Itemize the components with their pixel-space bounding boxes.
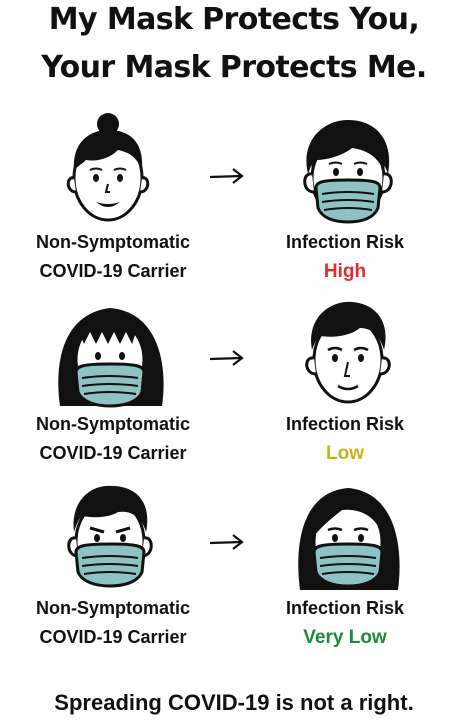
risk-caption: Infection Risk Very Low <box>240 594 450 652</box>
risk-level-low: Low <box>326 443 364 464</box>
scenario-row-3: Non-Symptomatic COVID-19 Carrier Infecti… <box>0 478 468 668</box>
risk-level-high: High <box>323 261 367 282</box>
carrier-caption: Non-Symptomatic COVID-19 Carrier <box>0 228 226 286</box>
carrier-face-masked-icon <box>52 478 172 596</box>
risk-label: Infection Risk <box>285 598 405 618</box>
right-arrow-icon <box>207 164 247 188</box>
carrier-face-unmasked-icon <box>52 112 172 230</box>
other-face-masked-icon <box>290 112 410 230</box>
scenario-row-1: Non-Symptomatic COVID-19 Carrier Infecti… <box>0 112 468 302</box>
carrier-caption-line-2: COVID-19 Carrier <box>39 627 187 647</box>
headline-line-2: Your Mask Protects Me. <box>41 50 427 85</box>
right-arrow-icon <box>207 346 247 370</box>
headline-line-1: My Mask Protects You, <box>48 2 420 37</box>
carrier-caption: Non-Symptomatic COVID-19 Carrier <box>0 410 226 468</box>
risk-caption: Infection Risk High <box>240 228 450 286</box>
other-face-masked-icon <box>290 478 410 596</box>
carrier-caption-line-2: COVID-19 Carrier <box>39 443 187 463</box>
carrier-caption: Non-Symptomatic COVID-19 Carrier <box>0 594 226 652</box>
carrier-caption-line-1: Non-Symptomatic <box>35 598 190 618</box>
carrier-face-masked-icon <box>52 294 172 412</box>
risk-level-very-low: Very Low <box>303 627 387 648</box>
risk-label: Infection Risk <box>285 414 405 434</box>
risk-caption: Infection Risk Low <box>240 410 450 468</box>
scenario-row-2: Non-Symptomatic COVID-19 Carrier Infecti… <box>0 294 468 484</box>
carrier-caption-line-2: COVID-19 Carrier <box>39 261 187 281</box>
carrier-caption-line-1: Non-Symptomatic <box>35 414 190 434</box>
footer-slogan: Spreading COVID-19 is not a right. <box>54 690 414 715</box>
other-face-unmasked-icon <box>290 294 410 412</box>
carrier-caption-line-1: Non-Symptomatic <box>35 232 190 252</box>
risk-label: Infection Risk <box>285 232 405 252</box>
right-arrow-icon <box>207 530 247 554</box>
